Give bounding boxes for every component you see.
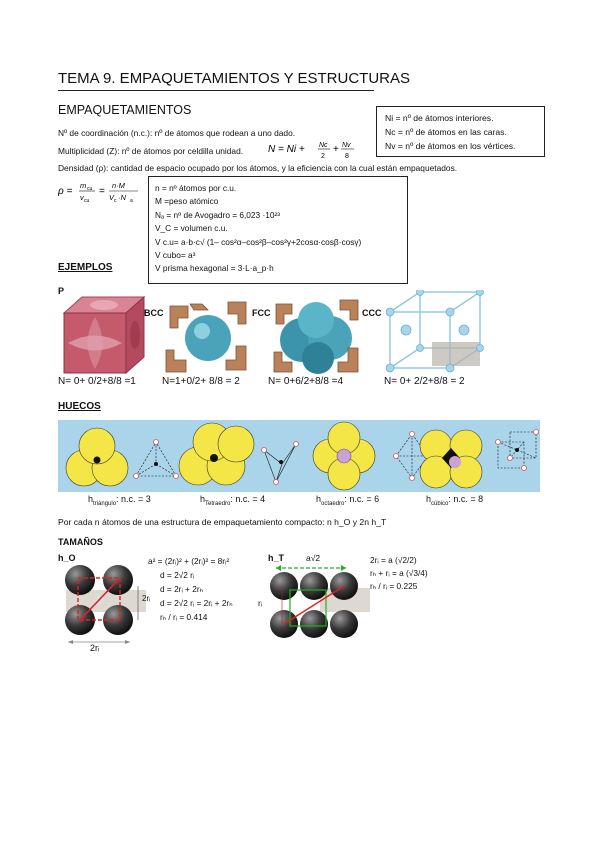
tetrahedral-size-image	[270, 565, 370, 638]
ho-dim-bottom: 2rᵢ	[90, 643, 100, 653]
svg-text:a: a	[130, 198, 133, 204]
density-line: Densidad (ρ): cantidad de espacio ocupad…	[58, 163, 458, 173]
hueco-label-triangle: htriángulo: n.c. = 3	[88, 494, 151, 507]
svg-text:ρ =: ρ =	[58, 186, 73, 197]
page-title: TEMA 9. EMPAQUETAMIENTOS Y ESTRUCTURAS	[58, 70, 411, 87]
h-subscript: Tetraedro	[205, 500, 231, 507]
result-bcc: N=1+0/2+ 8/8 = 2	[162, 376, 240, 387]
coordination-line: Nº de coordinación (n.c.): nº de átomos …	[58, 128, 296, 138]
section-huecos: HUECOS	[58, 401, 101, 412]
ho-formula: d = 2rᵢ + 2rₕ	[160, 584, 203, 594]
result-p: N= 0+ 0/2+8/8 =1	[58, 376, 136, 387]
h-symbol: h	[316, 494, 322, 504]
section-empaquetamientos: EMPAQUETAMIENTOS	[58, 103, 192, 117]
svg-text:Nc: Nc	[319, 142, 328, 149]
label-p: P	[58, 286, 65, 296]
label-fcc: FCC	[252, 308, 271, 318]
ho-formulas: a² = (2rᵢ)² + (2rᵢ)² = 8rᵢ² d = 2√2 rᵢ d…	[148, 554, 233, 624]
h-symbol: h	[426, 494, 432, 504]
title-underline	[58, 90, 374, 91]
label-bcc: BCC	[144, 308, 164, 318]
section-ejemplos: EJEMPLOS	[58, 262, 113, 273]
multiplicity-line: Multiplicidad (Z): nº de átomos por celd…	[58, 146, 243, 156]
h-symbol: h	[200, 494, 206, 504]
def-line: V prisma hexagonal = 3·L·a_p·h	[155, 263, 274, 274]
svg-text:m: m	[80, 181, 86, 190]
svg-text:n·M: n·M	[112, 181, 126, 190]
h-subscript: octaedro	[321, 500, 345, 507]
svg-text:v: v	[80, 193, 85, 202]
h-rest: : n.c. = 6	[344, 494, 380, 504]
svg-text:Nv: Nv	[342, 142, 351, 149]
huecos-illustration	[58, 420, 540, 492]
result-ccc: N= 0+ 2/2+8/8 = 2	[384, 376, 465, 387]
hueco-label-octa: hoctaedro: n.c. = 6	[316, 494, 379, 507]
ht-formula: rₕ + rᵢ = a (√3/4)	[370, 568, 428, 578]
svg-text:·N: ·N	[118, 193, 126, 202]
ht-side-dim: rᵢ	[258, 598, 263, 608]
label-ccc: CCC	[362, 308, 382, 318]
ho-dim-side: 2rᵢ	[142, 594, 151, 603]
def-line: M =peso atómico	[155, 196, 219, 207]
density-formula: ρ = m cu v cu = n·M V c ·N a	[58, 181, 138, 204]
definitions-box: n = nº átomos por c.u. M =peso atómico N…	[148, 176, 408, 284]
def-line: V c.u= a·b·c√ (1– cos²α–cos²β–cos²γ+2cos…	[155, 236, 362, 247]
section-tamanos: TAMAÑOS	[58, 537, 103, 547]
h-subscript: triángulo	[93, 500, 117, 507]
label-ho: h_O	[58, 553, 76, 563]
h-subscript: cúbico	[431, 500, 449, 507]
svg-text:cu: cu	[84, 198, 90, 204]
octahedral-size-image	[65, 565, 146, 644]
ht-formulas: 2rᵢ = a (√2/2) rₕ + rᵢ = a (√3/4) rₕ / r…	[370, 554, 428, 593]
legend-line: Ni = nº de átomos interiores.	[385, 113, 494, 123]
legend-line: Nc = nº de átomos en las caras.	[385, 127, 507, 137]
ho-formula: d = 2√2 rᵢ = 2rᵢ + 2rₕ	[160, 598, 233, 608]
h-symbol: h	[88, 494, 94, 504]
ht-top-dim: a√2	[306, 553, 321, 563]
svg-text:N = Ni +: N = Ni +	[268, 144, 305, 155]
fcc-image	[273, 299, 359, 374]
hueco-label-tetra: hTetraedro: n.c. = 4	[200, 494, 265, 507]
svg-text:=: =	[99, 186, 105, 197]
def-line: V_C = volumen c.u.	[155, 223, 228, 234]
hueco-label-cubic: hcúbico: n.c. = 8	[426, 494, 483, 507]
huecos-note: Por cada n átomos de una estructura de e…	[58, 517, 387, 527]
h-rest: : n.c. = 3	[116, 494, 151, 504]
simple-cubic-image	[62, 295, 146, 375]
ho-formula: a² = (2rᵢ)² + (2rᵢ)² = 8rᵢ²	[148, 556, 230, 566]
label-ht: h_T	[268, 553, 285, 563]
ht-formula: 2rᵢ = a (√2/2)	[370, 555, 417, 565]
h-rest: : n.c. = 4	[230, 494, 266, 504]
def-line: V cubo= a³	[155, 250, 196, 261]
multiplicity-text: Multiplicidad (Z): nº de átomos por celd…	[58, 146, 244, 156]
legend-line: Nv = nº de átomos en los vértices.	[385, 141, 516, 151]
svg-text:8: 8	[345, 153, 349, 160]
svg-text:V: V	[109, 193, 115, 202]
def-line: n = nº átomos por c.u.	[155, 183, 237, 193]
multiplicity-formula: N = Ni + Nc 2 + Nv 8	[268, 142, 354, 160]
svg-text:cu: cu	[87, 186, 93, 192]
ccc-image	[386, 290, 484, 373]
legend-box: Ni = nº de átomos interiores. Nc = nº de…	[376, 106, 545, 157]
ho-formula: rₕ / rᵢ = 0.414	[160, 612, 208, 622]
h-rest: : n.c. = 8	[448, 494, 484, 504]
def-line: Nₐ = nº de Avogadro = 6,023 ·10²³	[155, 209, 280, 220]
svg-text:2: 2	[321, 153, 325, 160]
svg-text:+: +	[333, 144, 339, 155]
ho-formula: d = 2√2 rᵢ	[160, 570, 195, 580]
bcc-image	[165, 301, 247, 373]
ht-formula: rₕ / rᵢ = 0.225	[370, 581, 418, 591]
svg-text:c: c	[114, 198, 117, 204]
result-fcc: N= 0+6/2+8/8 =4	[268, 376, 344, 387]
